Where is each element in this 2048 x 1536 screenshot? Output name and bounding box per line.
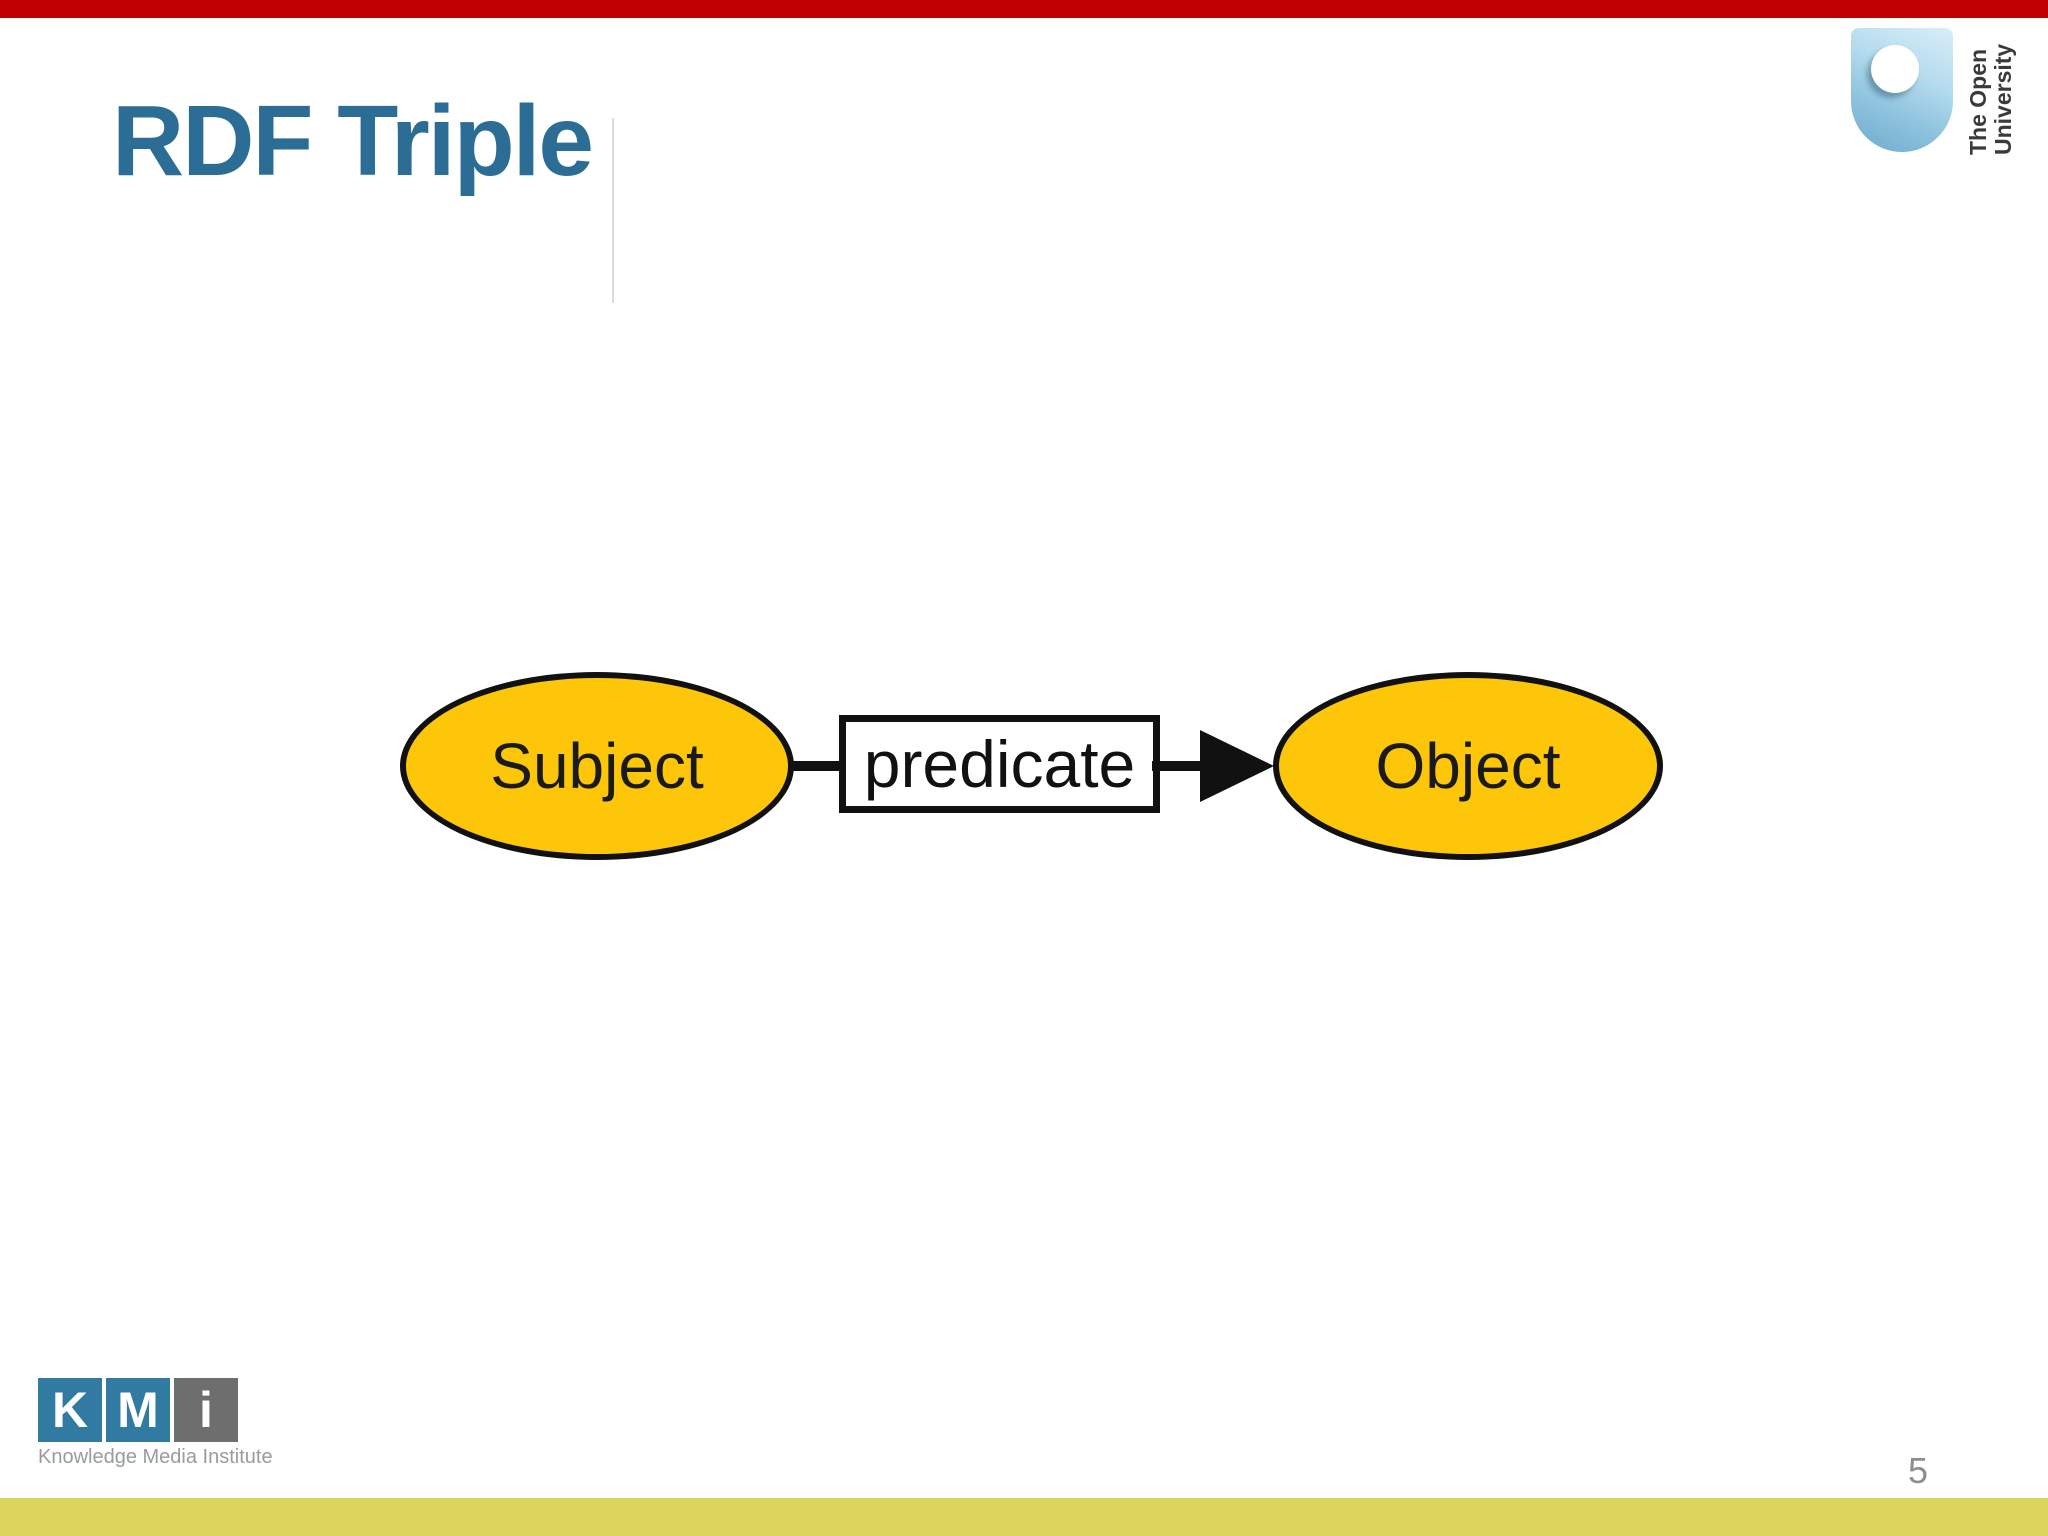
- title-placeholder-guide-line: [612, 118, 614, 303]
- page-number: 5: [1908, 1450, 1929, 1491]
- page-title: RDF Triple: [112, 85, 594, 197]
- predicate-box: predicate: [839, 715, 1160, 813]
- open-university-logo-text: The Open University: [1965, 30, 2032, 155]
- subject-node-label: Subject: [490, 730, 704, 802]
- kmi-logo-square-k: K: [38, 1378, 102, 1442]
- ou-logo-line2: University: [1990, 43, 2017, 155]
- subject-node: Subject: [400, 672, 794, 860]
- ou-logo-line1: The Open: [1965, 48, 1991, 155]
- object-node: Object: [1273, 672, 1663, 860]
- kmi-letter-k: K: [51, 1382, 89, 1438]
- subject-to-predicate-connector: [790, 761, 845, 771]
- predicate-to-object-connector: [1152, 761, 1204, 771]
- kmi-logo-square-i: i: [174, 1378, 238, 1442]
- predicate-box-label: predicate: [863, 727, 1136, 801]
- object-node-label: Object: [1375, 730, 1561, 802]
- kmi-letter-m: M: [117, 1382, 159, 1438]
- arrowhead-icon: [1200, 730, 1274, 802]
- kmi-caption: Knowledge Media Institute: [38, 1446, 273, 1468]
- kmi-logo-square-m: M: [106, 1378, 170, 1442]
- bottom-yellow-bar: [0, 1498, 2048, 1536]
- open-university-shield-icon: [1851, 28, 1953, 152]
- top-red-bar: [0, 0, 2048, 18]
- open-university-shield-circle: [1871, 45, 1919, 93]
- kmi-logo: K M i Knowledge Media Institute: [38, 1378, 278, 1469]
- kmi-letter-i: i: [199, 1382, 213, 1438]
